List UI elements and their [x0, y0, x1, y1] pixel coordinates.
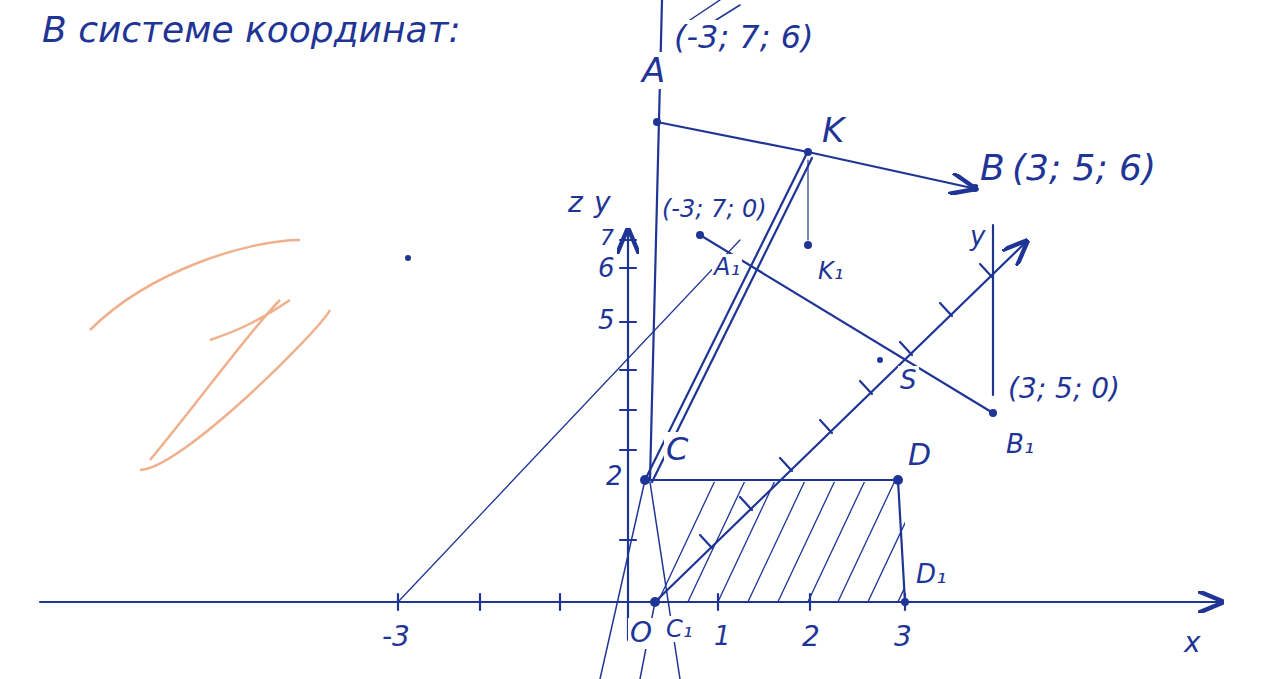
point-label: C [664, 432, 690, 467]
tick-number: 7 [598, 226, 616, 250]
tick-number: 3 [892, 622, 914, 653]
coordinates: (3; 5; 6) [1010, 148, 1158, 188]
tick-number: 2 [604, 462, 625, 491]
point-label: K₁ [816, 258, 845, 284]
point-label: A₁ [712, 254, 742, 280]
tick-number: -3 [380, 622, 412, 653]
coordinates: (-3; 7; 6) [672, 20, 816, 55]
tick-number: 5 [596, 306, 617, 335]
point-label: A [640, 52, 667, 89]
heading: В системе координат: [40, 10, 463, 50]
tick-number: 6 [596, 254, 617, 283]
coordinates: (3; 5; 0) [1006, 374, 1122, 405]
tick-number: 2 [800, 622, 822, 653]
point-label: S [898, 366, 919, 395]
point-label: D₁ [914, 560, 948, 589]
axis-label: y [968, 222, 987, 251]
point-label: K [820, 112, 846, 149]
axis-label: x [1182, 628, 1203, 659]
point-label: C₁ [664, 616, 694, 642]
tick-number: 1 [712, 622, 733, 651]
axis-label: y [592, 188, 613, 219]
point-label: D [906, 438, 933, 471]
axis-label: z [566, 188, 585, 219]
point-label: B₁ [1004, 430, 1036, 459]
point-label: O [628, 618, 654, 649]
coordinates: (-3; 7; 0) [660, 196, 769, 222]
point-label: B [978, 148, 1007, 188]
